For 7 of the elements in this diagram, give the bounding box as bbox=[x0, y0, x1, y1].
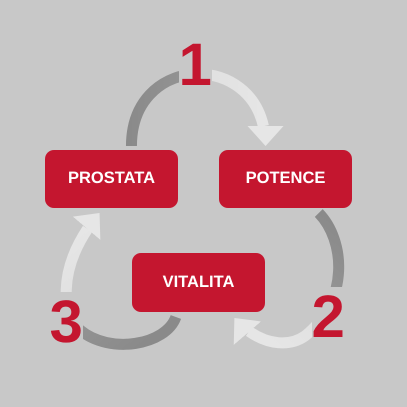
stage-box bbox=[132, 253, 265, 312]
stage-label: PROSTATA bbox=[68, 169, 156, 189]
stage-box bbox=[45, 150, 178, 208]
stage-box bbox=[219, 150, 352, 208]
cycle-arrow bbox=[126, 68, 282, 147]
stage-label: VITALITA bbox=[162, 272, 234, 292]
stage-label: POTENCE bbox=[246, 169, 326, 189]
